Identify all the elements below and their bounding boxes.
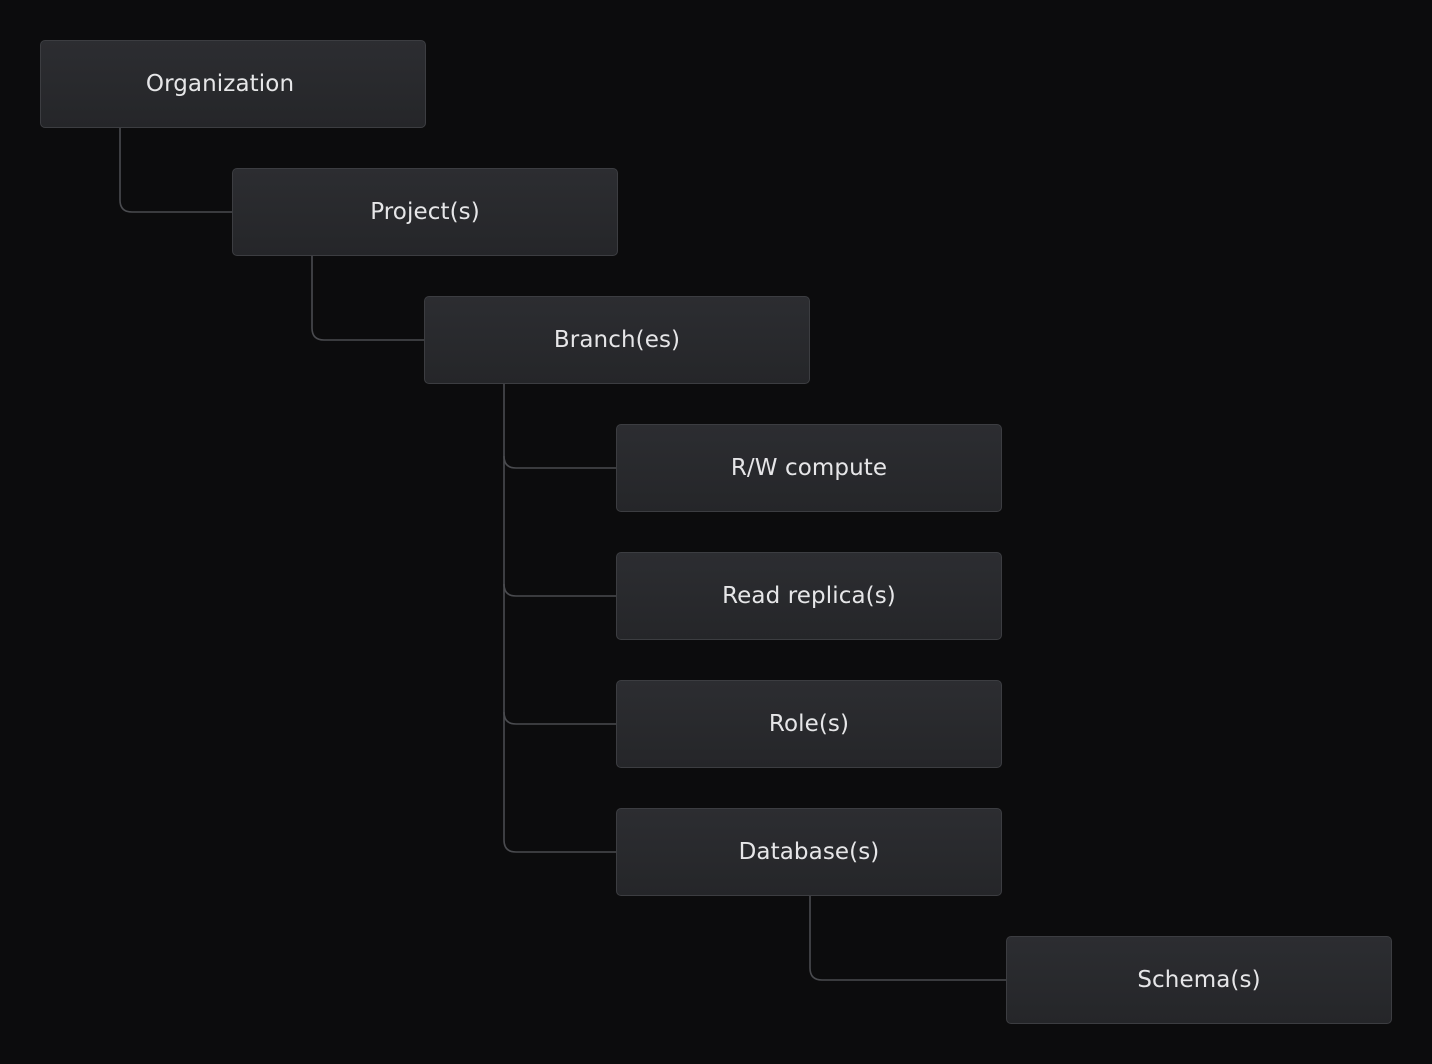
- node-label-read-replicas: Read replica(s): [722, 583, 896, 609]
- node-databases: Database(s): [616, 808, 1002, 896]
- connector-branches-read-replicas: [503, 583, 616, 597]
- connector-databases-schemas: [809, 895, 1006, 981]
- connector-branches-rw-compute: [503, 455, 616, 469]
- node-schemas: Schema(s): [1006, 936, 1392, 1024]
- node-label-projects: Project(s): [370, 199, 480, 225]
- connector-projects-branches: [311, 255, 424, 341]
- node-label-schemas: Schema(s): [1137, 967, 1261, 993]
- node-label-organization: Organization: [145, 71, 295, 97]
- connector-branches-roles: [503, 711, 616, 725]
- node-label-roles: Role(s): [768, 711, 850, 737]
- node-organization: Organization: [40, 40, 426, 128]
- node-rw-compute: R/W compute: [616, 424, 1002, 512]
- node-label-databases: Database(s): [738, 839, 880, 865]
- node-read-replicas: Read replica(s): [616, 552, 1002, 640]
- node-projects: Project(s): [232, 168, 618, 256]
- connector-branches-trunk: [503, 383, 616, 853]
- node-label-rw-compute: R/W compute: [730, 455, 888, 481]
- connector-organization-projects: [119, 127, 232, 213]
- node-label-branches: Branch(es): [553, 327, 681, 353]
- node-roles: Role(s): [616, 680, 1002, 768]
- node-branches: Branch(es): [424, 296, 810, 384]
